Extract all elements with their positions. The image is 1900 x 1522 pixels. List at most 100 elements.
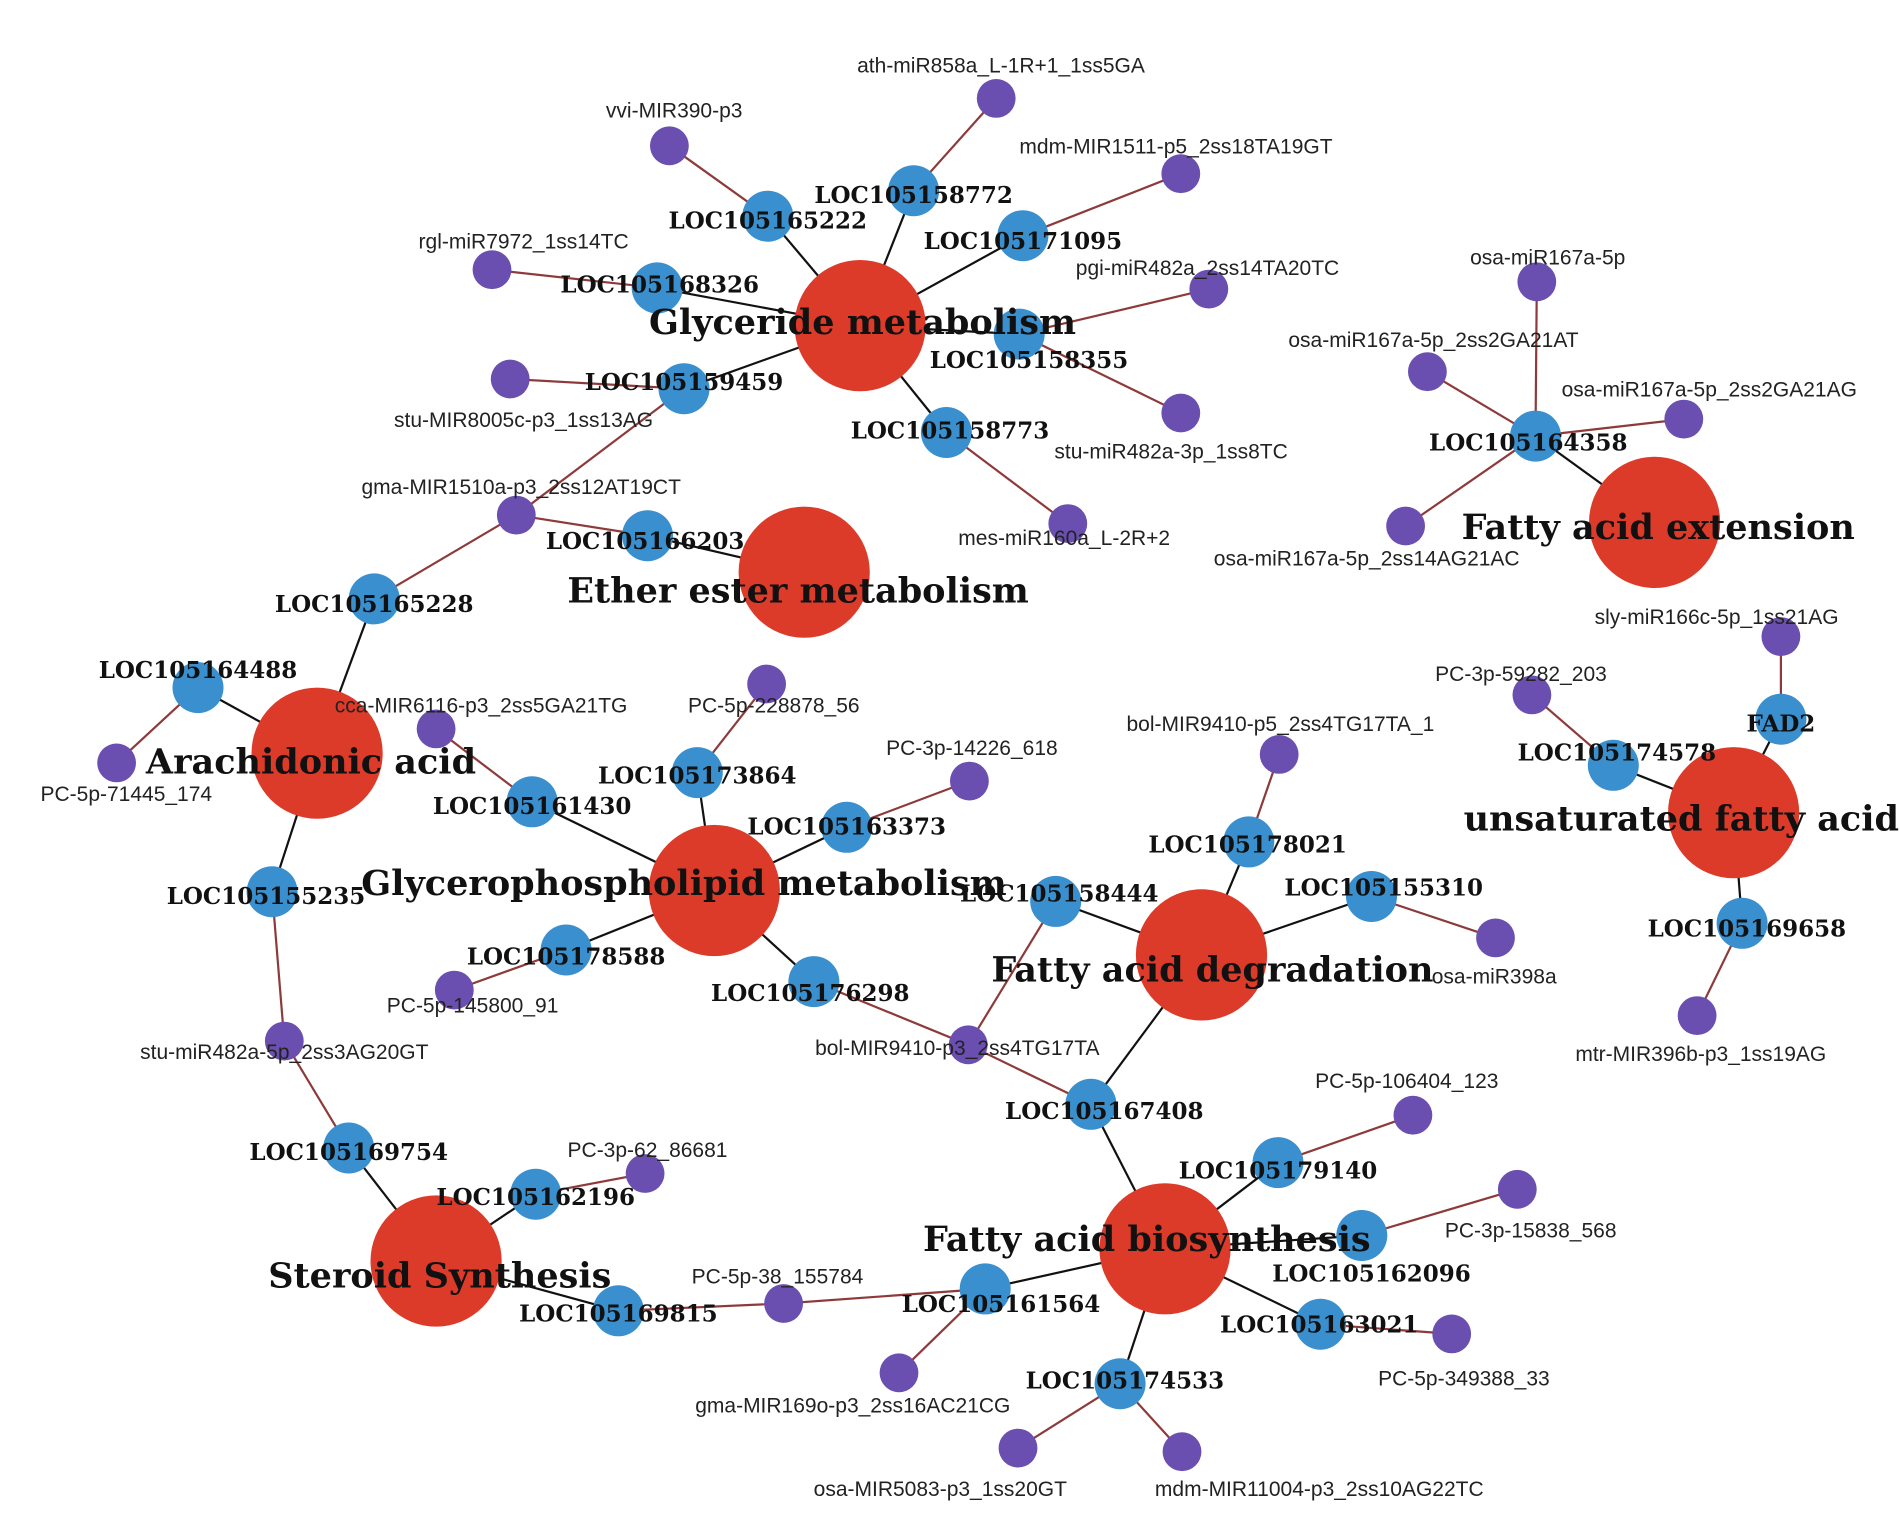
mirna-node-m23[interactable] — [1677, 996, 1717, 1035]
gene-node-g24[interactable] — [1065, 1078, 1117, 1130]
pathway-node-p6[interactable] — [1589, 456, 1721, 588]
edge-G20-M13 — [1404, 435, 1537, 527]
mirna-node-m31[interactable] — [879, 1353, 919, 1393]
mirna-node-m24[interactable] — [264, 1021, 304, 1061]
mirna-node-m33[interactable] — [1162, 1432, 1202, 1472]
mirna-label-m18: PC-5p-71445_174 — [40, 783, 212, 806]
pathway-node-p1[interactable] — [794, 260, 926, 392]
mirna-node-m7[interactable] — [1161, 393, 1201, 433]
gene-node-g29[interactable] — [1252, 1137, 1304, 1189]
gene-node-g31[interactable] — [1295, 1298, 1346, 1350]
mirna-node-m6[interactable] — [490, 359, 530, 399]
edge-G6-M6 — [510, 377, 685, 390]
mirna-label-m19: bol-MIR9410-p5_2ss4TG17TA_1 — [1127, 713, 1435, 736]
mirna-label-m4: rgl-miR7972_1ss14TC — [419, 231, 629, 254]
gene-label-g1: LOC105158772 — [814, 182, 1013, 209]
gene-node-g9[interactable] — [348, 573, 400, 625]
gene-node-g26[interactable] — [510, 1168, 562, 1220]
gene-node-g11[interactable] — [506, 776, 558, 828]
mirna-node-m1[interactable] — [976, 79, 1016, 118]
mirna-node-m32[interactable] — [998, 1428, 1038, 1468]
gene-node-g23[interactable] — [1716, 897, 1768, 949]
gene-node-g5[interactable] — [993, 308, 1045, 360]
mirna-label-m16: cca-MIR6116-p3_2ss5GA21TG — [335, 695, 628, 718]
gene-node-g16[interactable] — [788, 956, 840, 1008]
gene-node-g30[interactable] — [1336, 1210, 1388, 1261]
pathway-node-p7[interactable] — [1668, 747, 1800, 879]
pathway-node-p5[interactable] — [1135, 889, 1268, 1021]
mirna-node-m3[interactable] — [1161, 154, 1201, 194]
mirna-node-m11[interactable] — [1408, 352, 1447, 392]
mirna-node-m29[interactable] — [764, 1284, 803, 1323]
gene-label-g5: LOC105158355 — [930, 347, 1129, 374]
mirna-label-m28: PC-3p-15838_568 — [1445, 1219, 1617, 1242]
edge-G28-M29 — [783, 1287, 986, 1305]
mirna-node-m20[interactable] — [950, 761, 989, 801]
gene-node-g22[interactable] — [1587, 739, 1639, 791]
mirna-label-m26: PC-5p-106404_123 — [1315, 1070, 1498, 1093]
mirna-node-m25[interactable] — [948, 1025, 988, 1065]
mirna-node-m21[interactable] — [1476, 918, 1515, 958]
gene-label-g3: LOC105171095 — [924, 228, 1123, 255]
pathway-node-p3[interactable] — [251, 687, 383, 819]
mirna-node-m26[interactable] — [1393, 1095, 1433, 1135]
mirna-node-m5[interactable] — [1189, 269, 1229, 309]
mirna-node-m8[interactable] — [496, 495, 536, 535]
mirna-node-m13[interactable] — [1386, 506, 1425, 546]
gene-node-g18[interactable] — [1030, 875, 1082, 927]
gene-node-g3[interactable] — [997, 210, 1049, 262]
mirna-label-m31: gma-MIR169o-p3_2ss16AC21CG — [695, 1394, 1010, 1417]
gene-node-g20[interactable] — [1510, 410, 1561, 462]
mirna-node-m12[interactable] — [1664, 399, 1704, 439]
gene-label-g12: LOC105173864 — [598, 763, 797, 790]
mirna-label-m11: osa-miR167a-5p_2ss2GA21AT — [1288, 329, 1578, 352]
gene-node-g27[interactable] — [592, 1285, 644, 1337]
gene-node-g10[interactable] — [172, 662, 224, 714]
mirna-node-m30[interactable] — [1432, 1314, 1472, 1354]
gene-label-g21: FAD2 — [1747, 710, 1816, 737]
gene-node-g19[interactable] — [1346, 871, 1397, 922]
gene-node-g7[interactable] — [920, 407, 972, 458]
mirna-node-m18[interactable] — [97, 743, 136, 783]
pathway-node-p4[interactable] — [648, 824, 780, 957]
mirna-node-m16[interactable] — [416, 709, 456, 749]
mirna-node-m15[interactable] — [1512, 675, 1552, 715]
gene-node-g4[interactable] — [631, 262, 683, 314]
mirna-node-m2[interactable] — [650, 126, 689, 166]
mirna-node-m28[interactable] — [1497, 1169, 1537, 1209]
gene-node-g21[interactable] — [1755, 693, 1807, 745]
mirna-node-m10[interactable] — [1517, 262, 1557, 302]
gene-node-g32[interactable] — [1094, 1358, 1146, 1410]
edge-G18-M25 — [967, 900, 1057, 1046]
mirna-label-m8: gma-MIR1510a-p3_2ss12AT19CT — [361, 476, 681, 499]
gene-node-g28[interactable] — [959, 1263, 1011, 1315]
mirna-node-m22[interactable] — [434, 970, 474, 1010]
gene-node-g2[interactable] — [742, 190, 794, 242]
mirna-node-m17[interactable] — [747, 664, 786, 704]
edge-G6-M8 — [515, 387, 685, 516]
gene-label-g4: LOC105168326 — [560, 272, 759, 299]
gene-node-g6[interactable] — [658, 363, 710, 415]
mirna-label-m13: osa-miR167a-5p_2ss14AG21AC — [1214, 548, 1520, 571]
gene-node-g12[interactable] — [671, 747, 723, 799]
gene-node-g8[interactable] — [622, 510, 673, 562]
pathway-node-p2[interactable] — [738, 506, 870, 638]
mirna-label-m5: pgi-miR482a_2ss14TA20TC — [1076, 257, 1339, 280]
pathway-label-p2: Ether ester metabolism — [567, 570, 1029, 611]
gene-node-g25[interactable] — [323, 1122, 375, 1174]
gene-node-g14[interactable] — [246, 866, 298, 918]
mirna-label-m32: osa-MIR5083-p3_1ss20GT — [814, 1478, 1067, 1501]
gene-node-g17[interactable] — [1223, 816, 1275, 868]
mirna-node-m14[interactable] — [1761, 617, 1801, 656]
mirna-node-m9[interactable] — [1048, 504, 1088, 543]
gene-node-g1[interactable] — [888, 165, 940, 217]
gene-node-g15[interactable] — [540, 924, 592, 976]
pathway-node-p8[interactable] — [370, 1195, 502, 1327]
mirna-node-m19[interactable] — [1259, 735, 1299, 774]
mirna-label-m23: mtr-MIR396b-p3_1ss19AG — [1575, 1043, 1826, 1066]
mirna-node-m27[interactable] — [625, 1154, 665, 1193]
pathway-node-p9[interactable] — [1099, 1183, 1231, 1315]
mirna-node-m4[interactable] — [472, 250, 512, 290]
gene-node-g13[interactable] — [821, 801, 873, 853]
